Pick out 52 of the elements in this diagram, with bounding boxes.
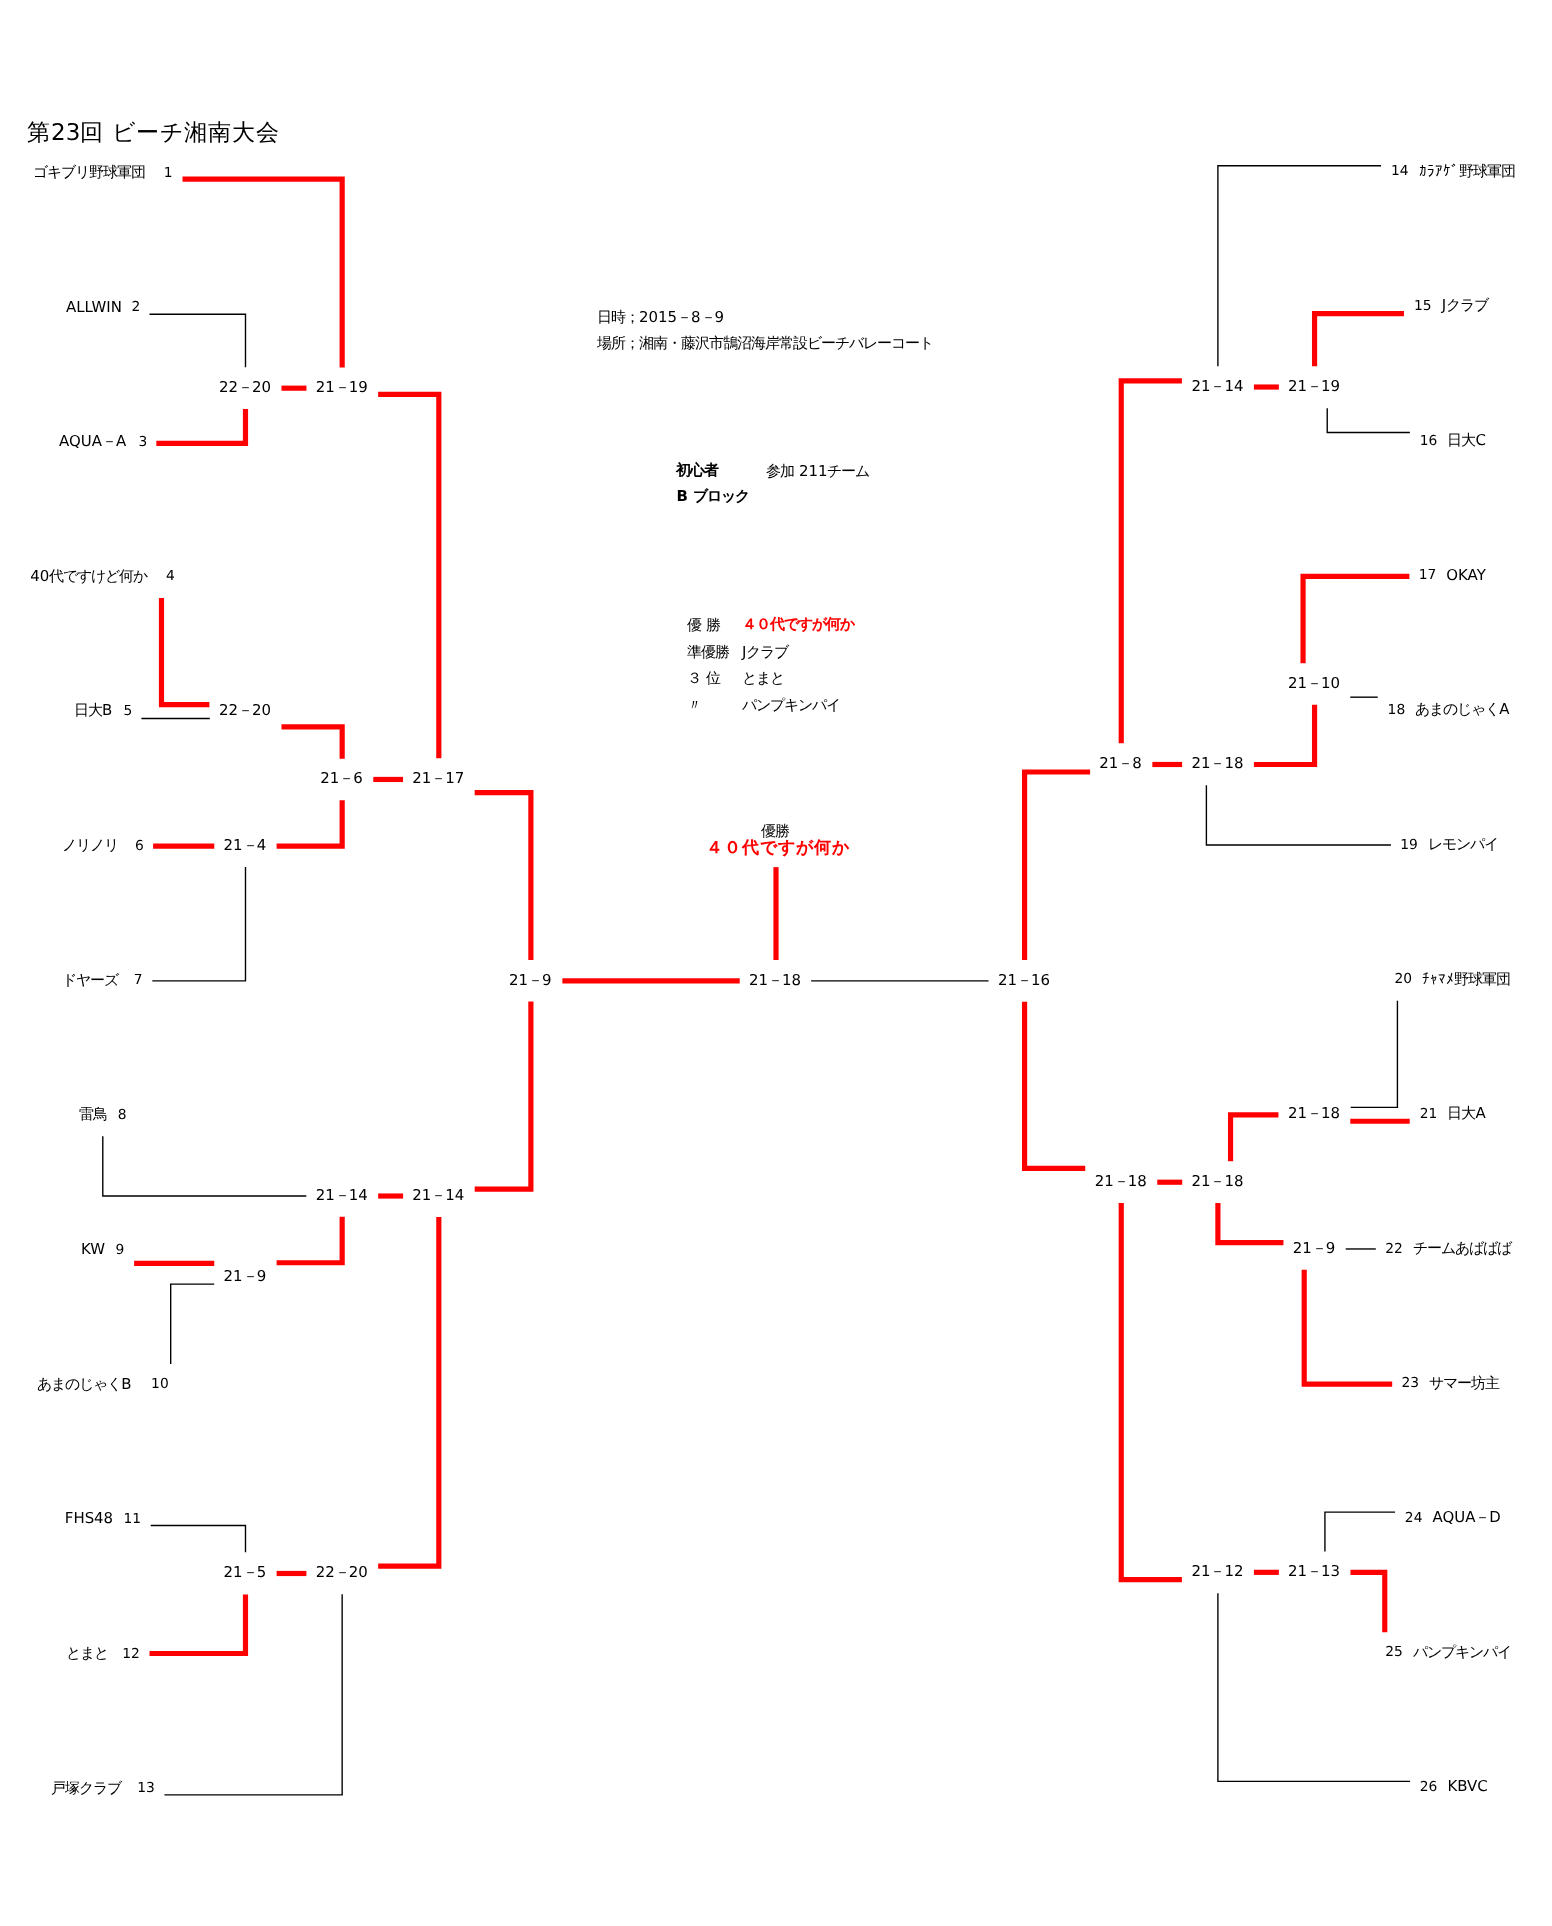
- connector: [1253, 1569, 1279, 1575]
- connector: [102, 1135, 307, 1197]
- connector: [1205, 784, 1392, 846]
- connector: [1253, 704, 1318, 768]
- connector: [158, 598, 210, 708]
- connector: [378, 391, 442, 759]
- connector: [276, 1570, 307, 1577]
- connector: [1253, 384, 1279, 390]
- connector: [1118, 1203, 1182, 1583]
- connector: [1118, 378, 1182, 744]
- connector: [1021, 769, 1091, 961]
- connector: [1300, 573, 1410, 664]
- connector: [151, 866, 247, 982]
- connector: [149, 1594, 249, 1657]
- connector: [1345, 1248, 1377, 1250]
- connector: [773, 867, 779, 960]
- connector: [1326, 407, 1411, 434]
- connector: [140, 717, 211, 720]
- connector: [150, 1524, 247, 1553]
- connector: [373, 776, 404, 783]
- connector: [1350, 1118, 1410, 1124]
- diagram-title: 第23回 ビーチ湘南大会: [27, 117, 280, 146]
- connector: [1217, 165, 1382, 367]
- connector: [562, 978, 740, 984]
- connector: [378, 1193, 404, 1199]
- connector: [1350, 1569, 1388, 1633]
- connector: [134, 1260, 215, 1266]
- connector: [1311, 311, 1404, 367]
- connector: [1349, 1000, 1399, 1109]
- connector: [1301, 1269, 1393, 1387]
- connector: [153, 843, 215, 849]
- connector: [1324, 1511, 1396, 1553]
- connector: [378, 1217, 442, 1569]
- connector: [1157, 1179, 1183, 1185]
- connector: [182, 176, 345, 368]
- connector: [1152, 761, 1183, 768]
- connector: [281, 385, 307, 391]
- connector: [276, 1216, 345, 1266]
- connector: [474, 1001, 534, 1192]
- connector: [170, 1283, 215, 1365]
- connector: [163, 1593, 343, 1796]
- connector: [148, 313, 247, 368]
- connector: [1021, 1001, 1086, 1171]
- connector: [474, 790, 534, 960]
- connector: [276, 800, 345, 849]
- connector: [1217, 1592, 1411, 1783]
- connector: [1215, 1203, 1284, 1246]
- connector: [281, 724, 345, 759]
- connector: [156, 409, 249, 446]
- connector: [1349, 696, 1379, 698]
- connector: [810, 980, 990, 982]
- connector: [1227, 1112, 1279, 1162]
